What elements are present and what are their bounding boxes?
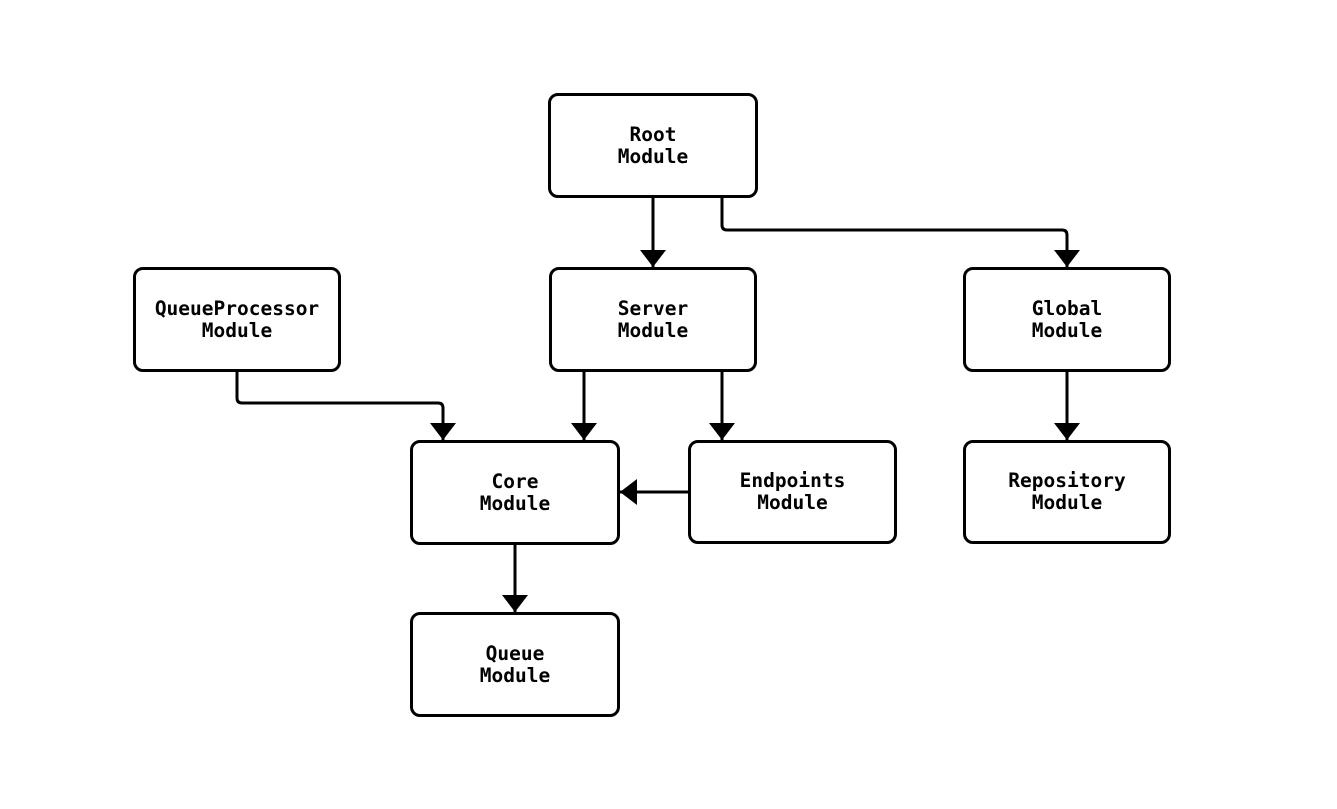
node-queue-module: Queue Module xyxy=(410,612,620,717)
node-global-module: Global Module xyxy=(963,267,1171,372)
node-root-module-label: Root Module xyxy=(617,122,689,168)
node-queue-module-label: Queue Module xyxy=(479,641,551,687)
node-endpoints-module: Endpoints Module xyxy=(688,440,897,544)
node-core-module-label: Core Module xyxy=(479,469,551,515)
node-repository-module: Repository Module xyxy=(963,440,1171,544)
node-repository-module-label: Repository Module xyxy=(1008,469,1126,514)
node-server-module-label: Server Module xyxy=(617,296,689,342)
node-global-module-label: Global Module xyxy=(1031,296,1103,342)
node-core-module: Core Module xyxy=(410,440,620,545)
node-server-module: Server Module xyxy=(549,267,757,372)
node-endpoints-module-label: Endpoints Module xyxy=(739,469,846,514)
node-root-module: Root Module xyxy=(548,93,758,198)
node-queueprocessor-module-label: QueueProcessor Module xyxy=(154,296,320,342)
edge-queueprocessor-to-core xyxy=(235,372,456,440)
node-queueprocessor-module: QueueProcessor Module xyxy=(133,267,341,372)
edge-root-to-global xyxy=(720,198,1080,267)
